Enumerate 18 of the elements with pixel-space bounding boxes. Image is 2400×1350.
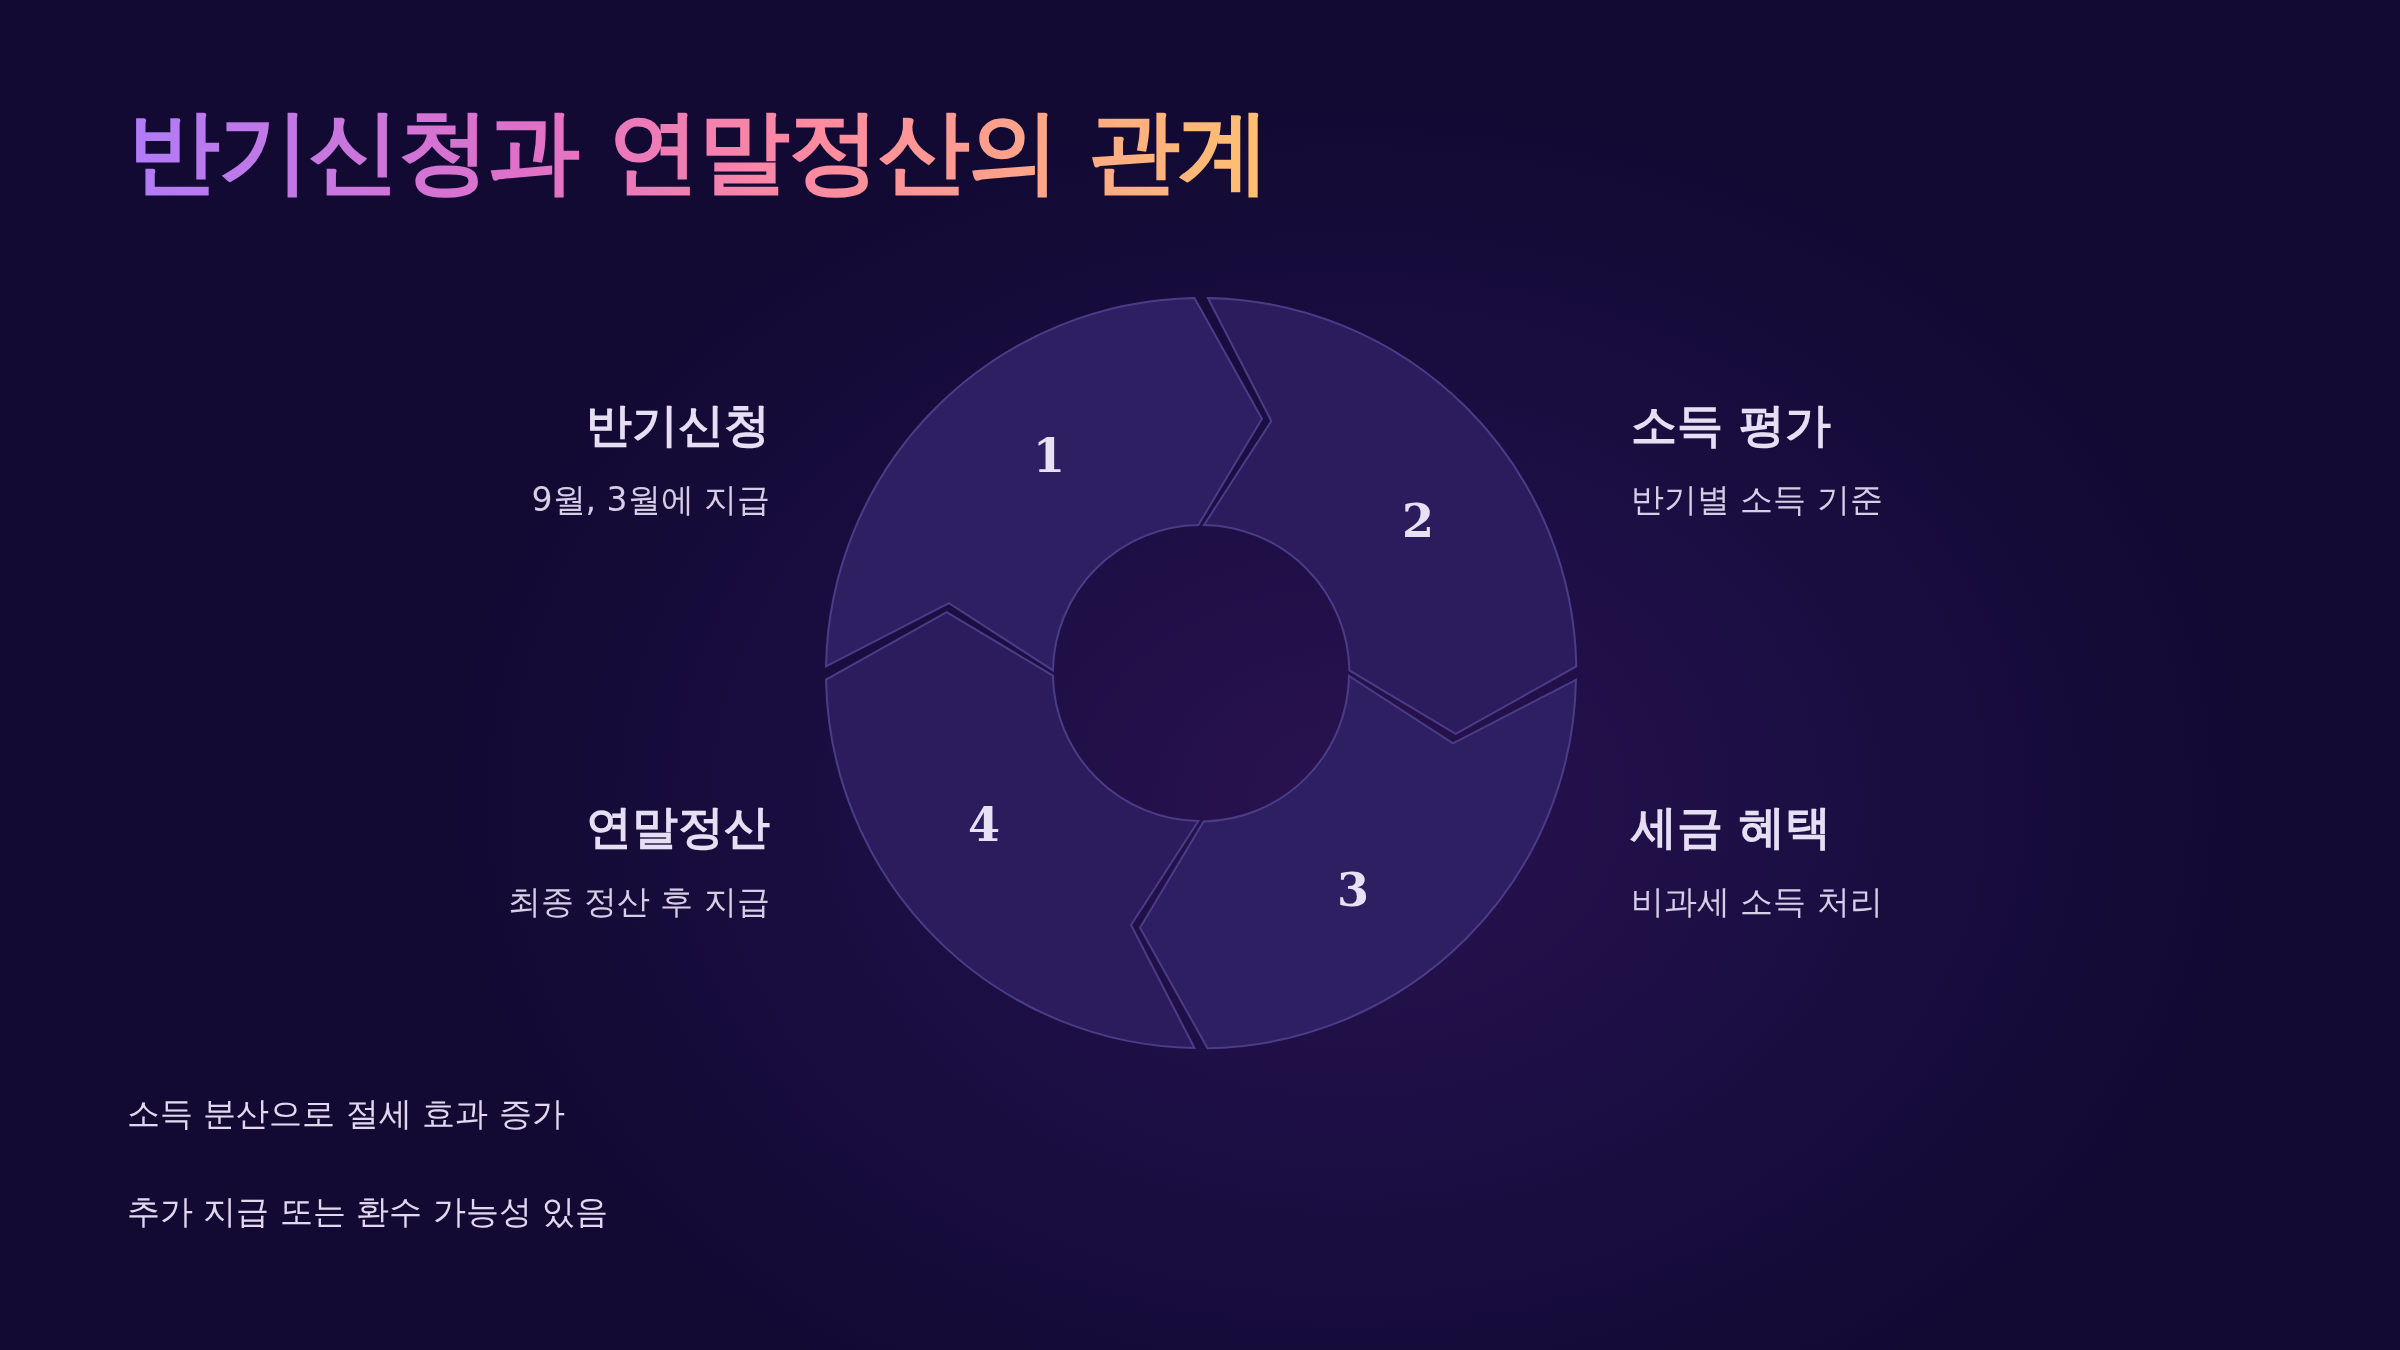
- step-heading: 반기신청: [586, 397, 770, 454]
- step-number: 2: [1402, 493, 1435, 549]
- step-number: 3: [1337, 862, 1369, 919]
- step-heading: 세금 혜택: [1631, 799, 1831, 856]
- cycle-segment: [824, 296, 1265, 673]
- note-text: 추가 지급 또는 환수 가능성 있음: [127, 1191, 609, 1233]
- step-number: 4: [967, 797, 1000, 853]
- cycle-segment: [1137, 673, 1578, 1050]
- step-description: 최종 정산 후 지급: [507, 881, 770, 923]
- cycle-segment: [1201, 296, 1578, 737]
- step-description: 비과세 소득 처리: [1631, 881, 1883, 923]
- step-heading: 소득 평가: [1631, 397, 1831, 454]
- note-text: 소득 분산으로 절세 효과 증가: [127, 1093, 565, 1135]
- cycle-segment: [824, 609, 1201, 1050]
- step-number: 1: [1033, 427, 1065, 484]
- step-heading: 연말정산: [586, 799, 770, 856]
- step-description: 9월, 3월에 지급: [531, 479, 770, 521]
- step-description: 반기별 소득 기준: [1631, 479, 1883, 521]
